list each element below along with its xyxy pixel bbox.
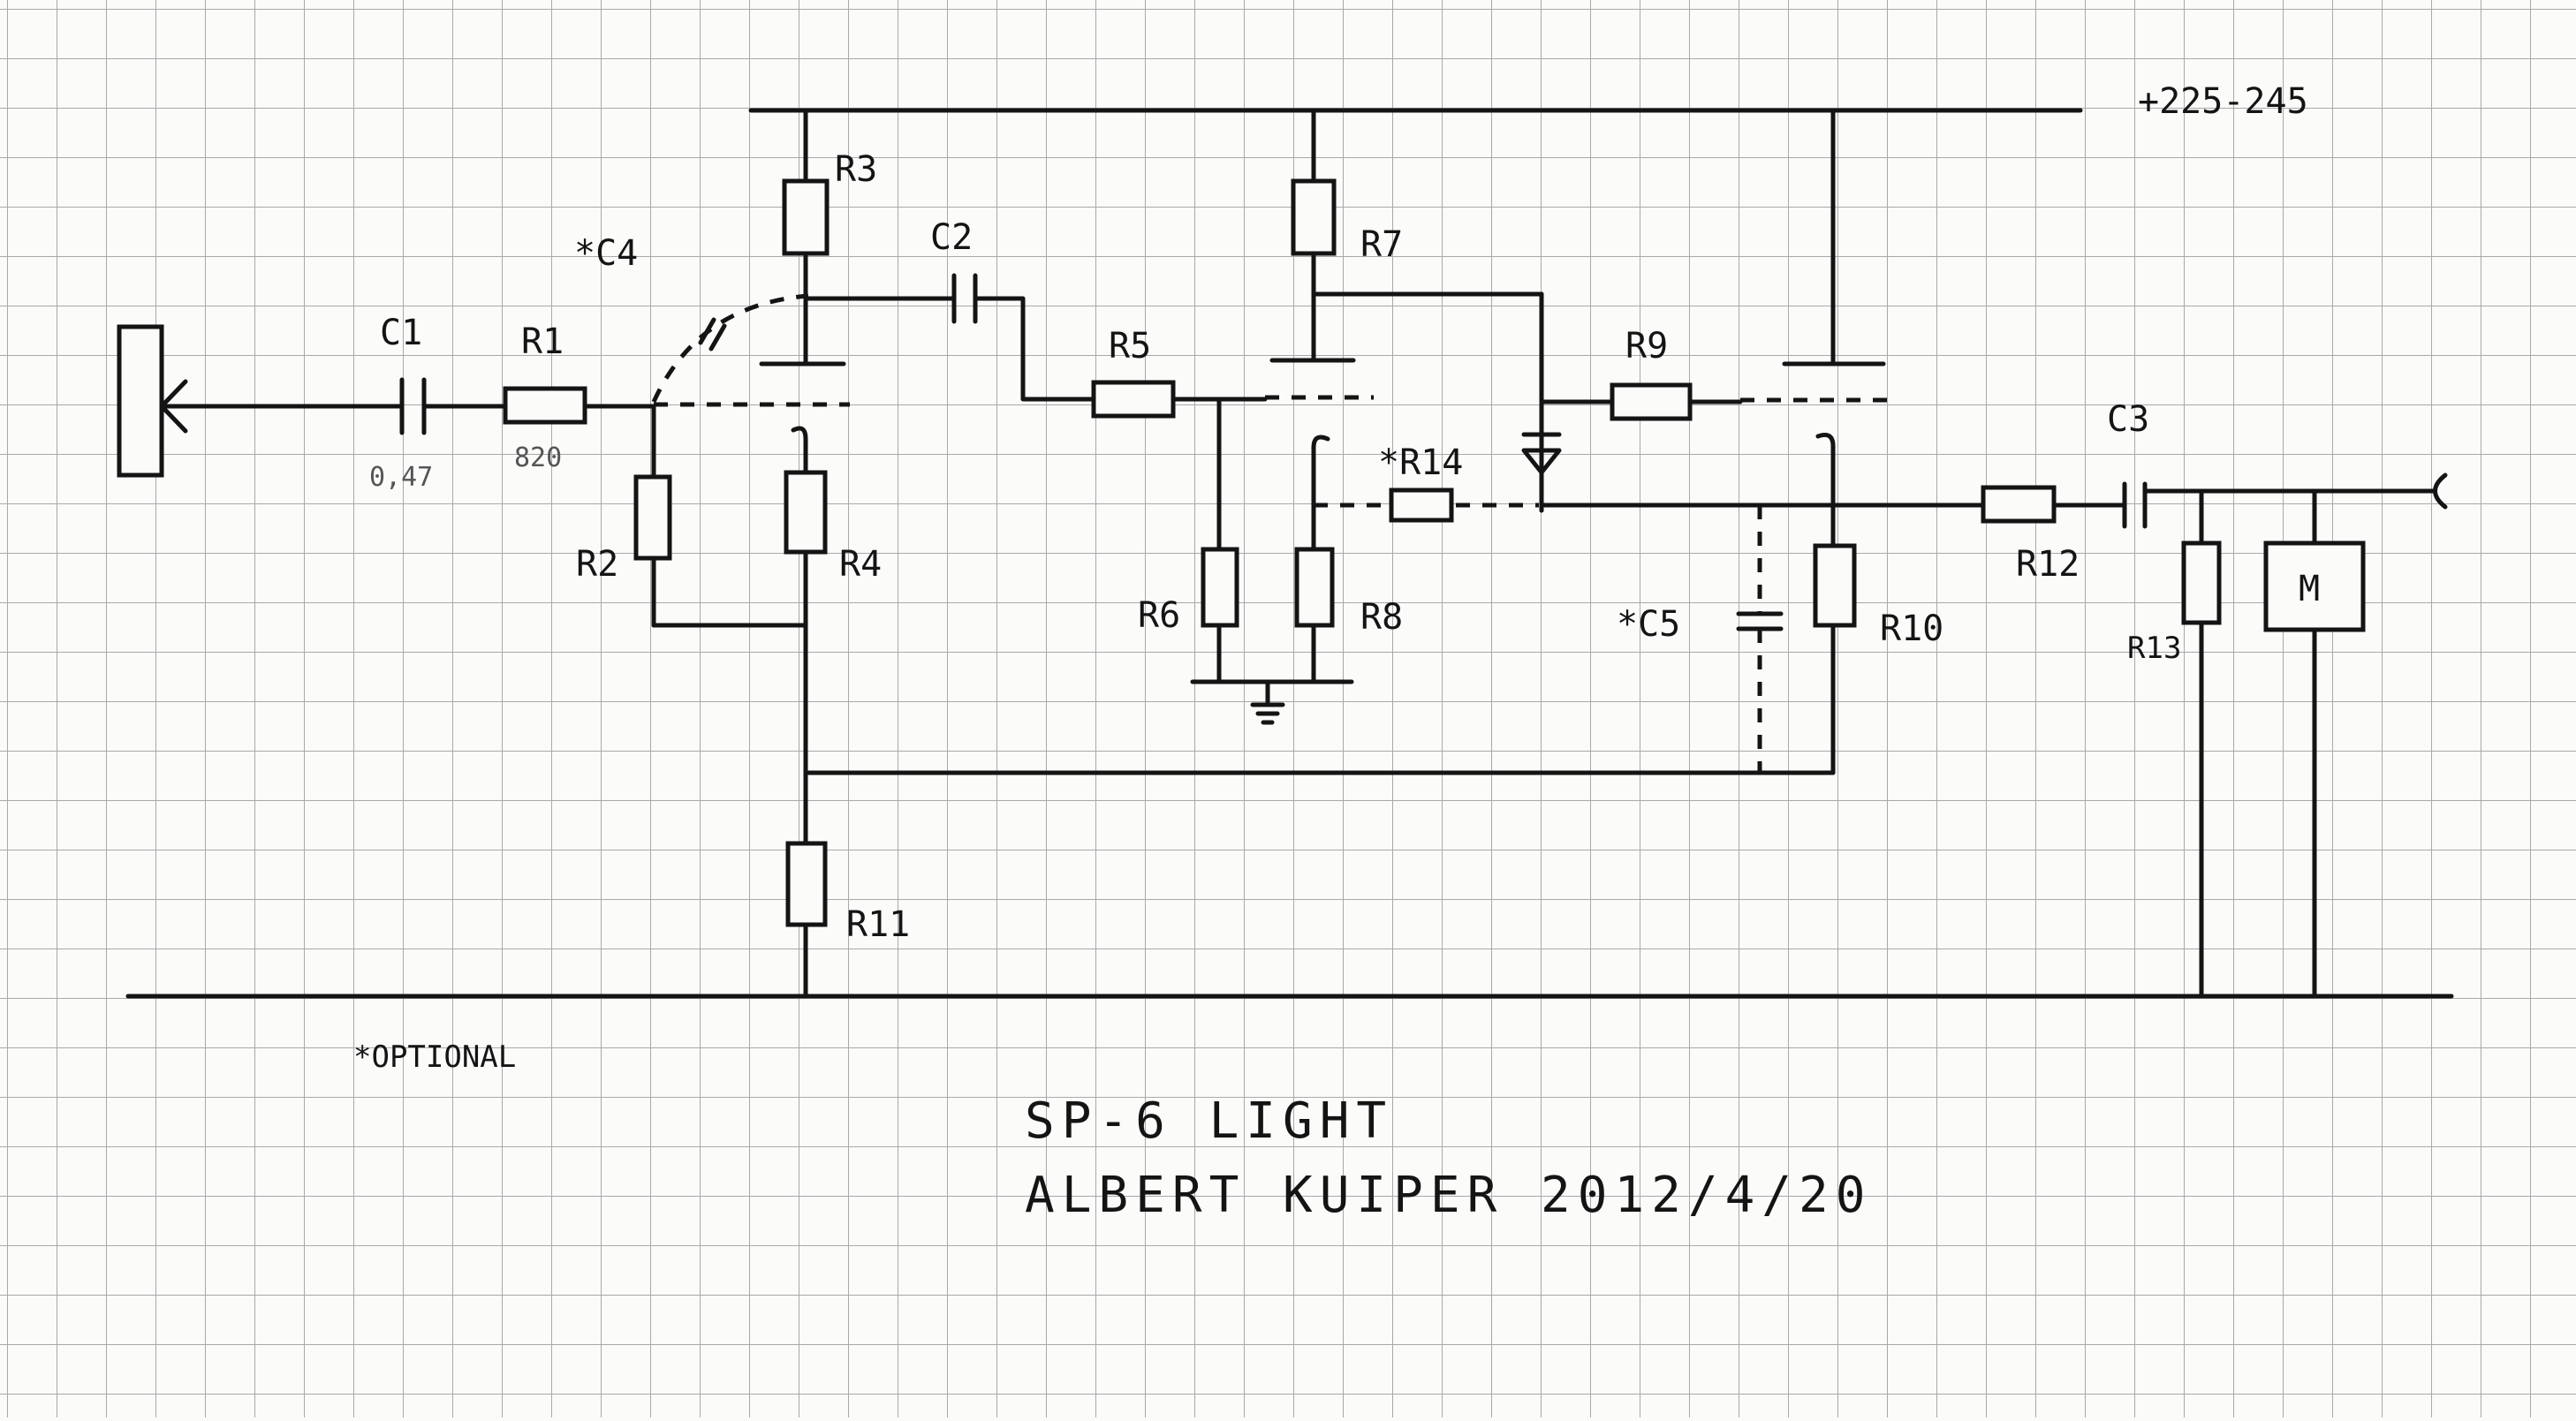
r5-label: R5 (1109, 326, 1151, 367)
output-jack (2433, 472, 2448, 510)
c4-plate-b (708, 323, 727, 351)
r1-resistor (503, 386, 587, 425)
r12-label: R12 (2016, 544, 2080, 585)
r8-label: R8 (1360, 597, 1403, 638)
r14-label: *R14 (1378, 442, 1463, 483)
c4-plate-a (698, 317, 716, 345)
r10-resistor (1813, 543, 1857, 628)
optional-note: *OPTIONAL (353, 1039, 516, 1075)
diode-triangle (1521, 448, 1562, 475)
title-line-1: SP-6 LIGHT (1025, 1092, 1393, 1150)
c4-dashed-wire (651, 293, 809, 404)
r9-resistor (1610, 382, 1693, 421)
r7-resistor (1291, 178, 1337, 256)
r4-label: R4 (839, 544, 882, 585)
tube3-cathode (1815, 432, 1836, 548)
c4-label: *C4 (574, 233, 638, 274)
c5-label: *C5 (1617, 604, 1680, 645)
wire-c2-r5 (973, 296, 1096, 402)
r9-label: R9 (1625, 326, 1668, 367)
r2-label: R2 (576, 544, 618, 585)
r14-resistor (1389, 488, 1454, 523)
r4-resistor (784, 470, 828, 555)
wire-diode-out (1539, 503, 1584, 513)
r1-label: R1 (521, 321, 564, 362)
r5-resistor (1091, 380, 1176, 419)
tube2-cathode (1311, 435, 1330, 552)
r8-resistor (1294, 547, 1335, 628)
r13-label: R13 (2127, 631, 2181, 666)
r11-resistor (785, 841, 828, 927)
title-line-2: ALBERT KUIPER 2012/4/20 (1025, 1167, 1872, 1224)
r6-resistor (1201, 547, 1239, 628)
r12-resistor (1981, 485, 2057, 524)
c2-label: C2 (930, 217, 973, 258)
input-arrow (159, 379, 188, 434)
r13-resistor (2181, 540, 2222, 625)
supply-voltage-label: +225-245 (2138, 81, 2308, 122)
meter-label: M (2299, 569, 2320, 609)
c1-label: C1 (380, 313, 422, 353)
input-connector (117, 324, 164, 478)
r6-label: R6 (1138, 595, 1180, 636)
r11-label: R11 (846, 904, 910, 945)
r3-resistor (782, 178, 830, 256)
r7-label: R7 (1360, 224, 1403, 265)
c1-value: 0,47 (369, 462, 433, 493)
r2-resistor (633, 474, 672, 561)
r3-label: R3 (835, 149, 877, 190)
c3-label: C3 (2107, 399, 2149, 440)
r10-label: R10 (1880, 608, 1943, 649)
r1-value: 820 (514, 442, 562, 473)
tube1-cathode (791, 426, 808, 475)
